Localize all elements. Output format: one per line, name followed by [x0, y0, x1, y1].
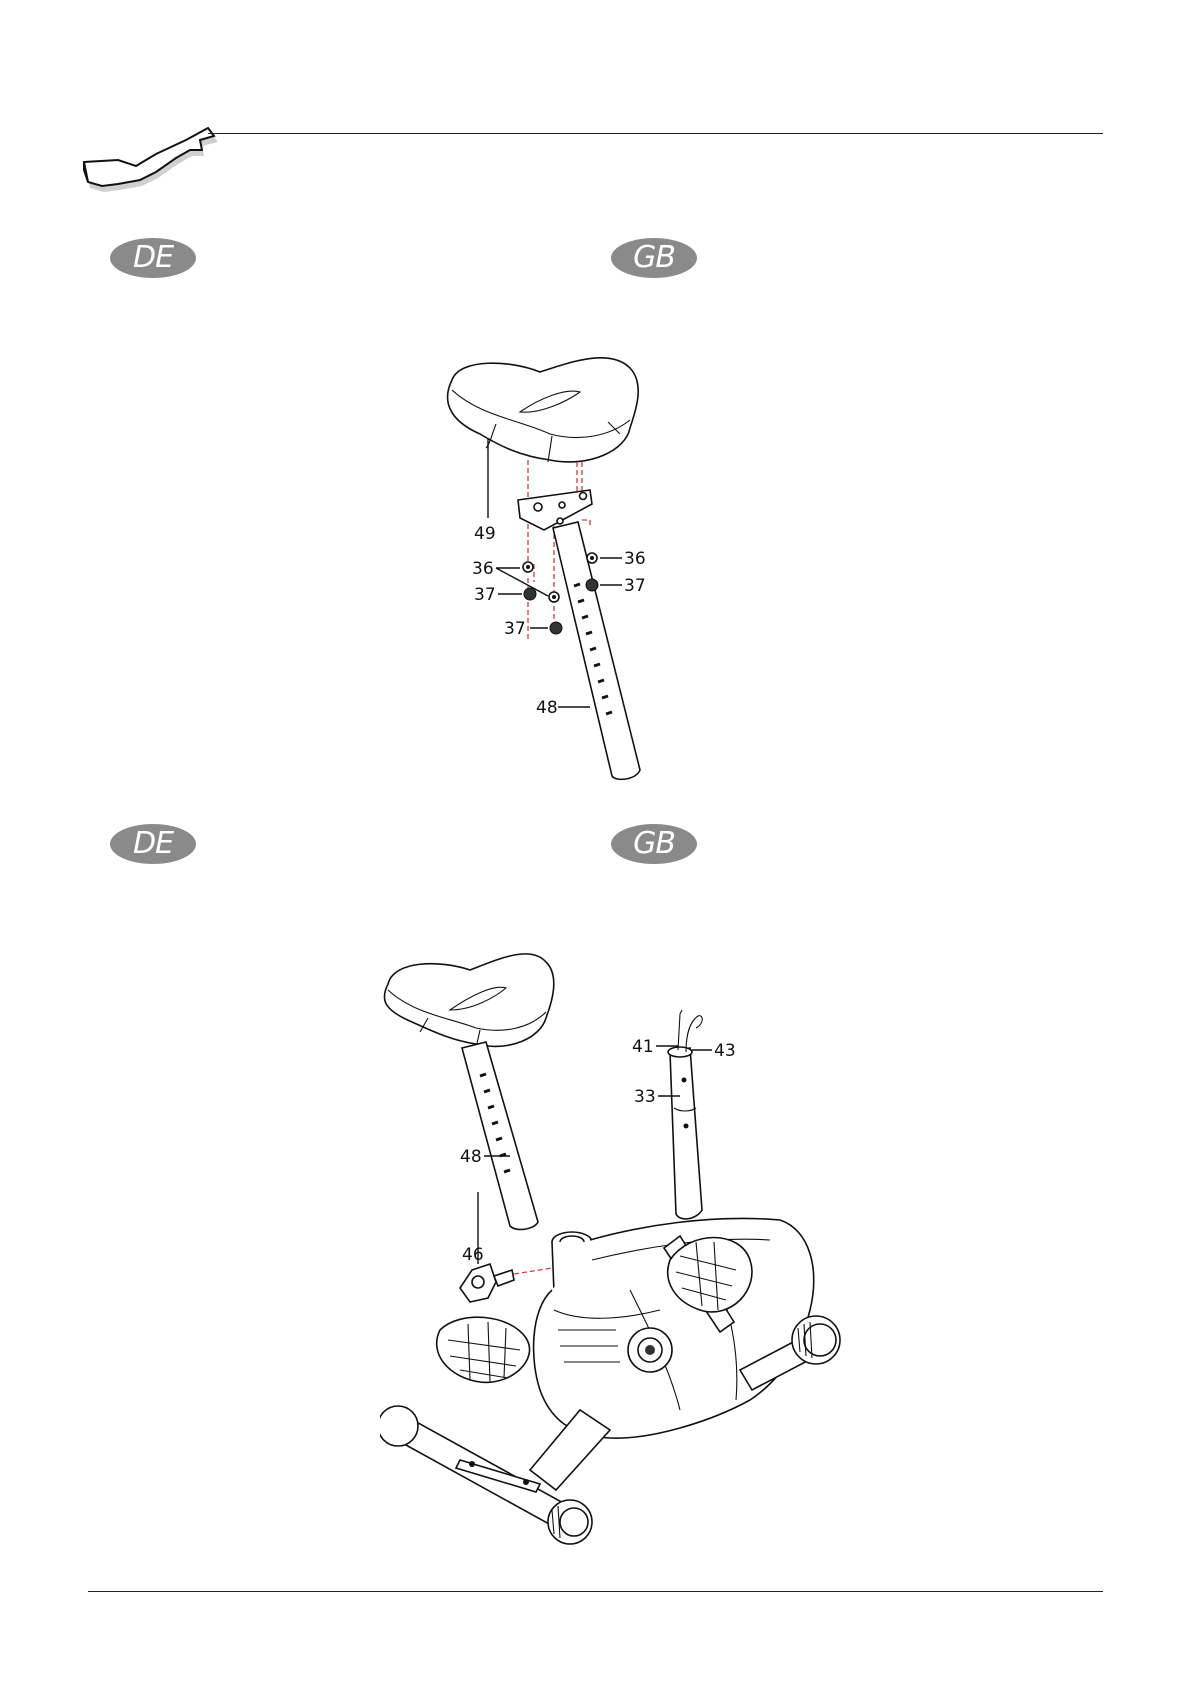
- label-41: 41: [632, 1037, 654, 1057]
- label-48: 48: [460, 1147, 482, 1167]
- figure-bike-assembly: 48: [380, 930, 880, 1580]
- language-badge-de: DE: [110, 238, 196, 278]
- header-rule: [208, 133, 1103, 134]
- language-badge-gb: GB: [611, 824, 697, 864]
- label-36-left: 36: [472, 559, 494, 579]
- label-36-right: 36: [624, 549, 646, 569]
- label-37-bottom: 37: [504, 619, 526, 639]
- figure-saddle-assembly: 49: [440, 350, 670, 795]
- footer-rule: [88, 1591, 1103, 1592]
- label-37-left: 37: [474, 585, 496, 605]
- label-33: 33: [634, 1087, 656, 1107]
- label-46: 46: [462, 1245, 484, 1265]
- wrench-icon: [80, 106, 220, 198]
- label-48: 48: [536, 698, 558, 718]
- label-49: 49: [474, 524, 496, 544]
- label-37-right: 37: [624, 576, 646, 596]
- language-badge-gb: GB: [611, 238, 697, 278]
- label-43: 43: [714, 1041, 736, 1061]
- language-badge-de: DE: [110, 824, 196, 864]
